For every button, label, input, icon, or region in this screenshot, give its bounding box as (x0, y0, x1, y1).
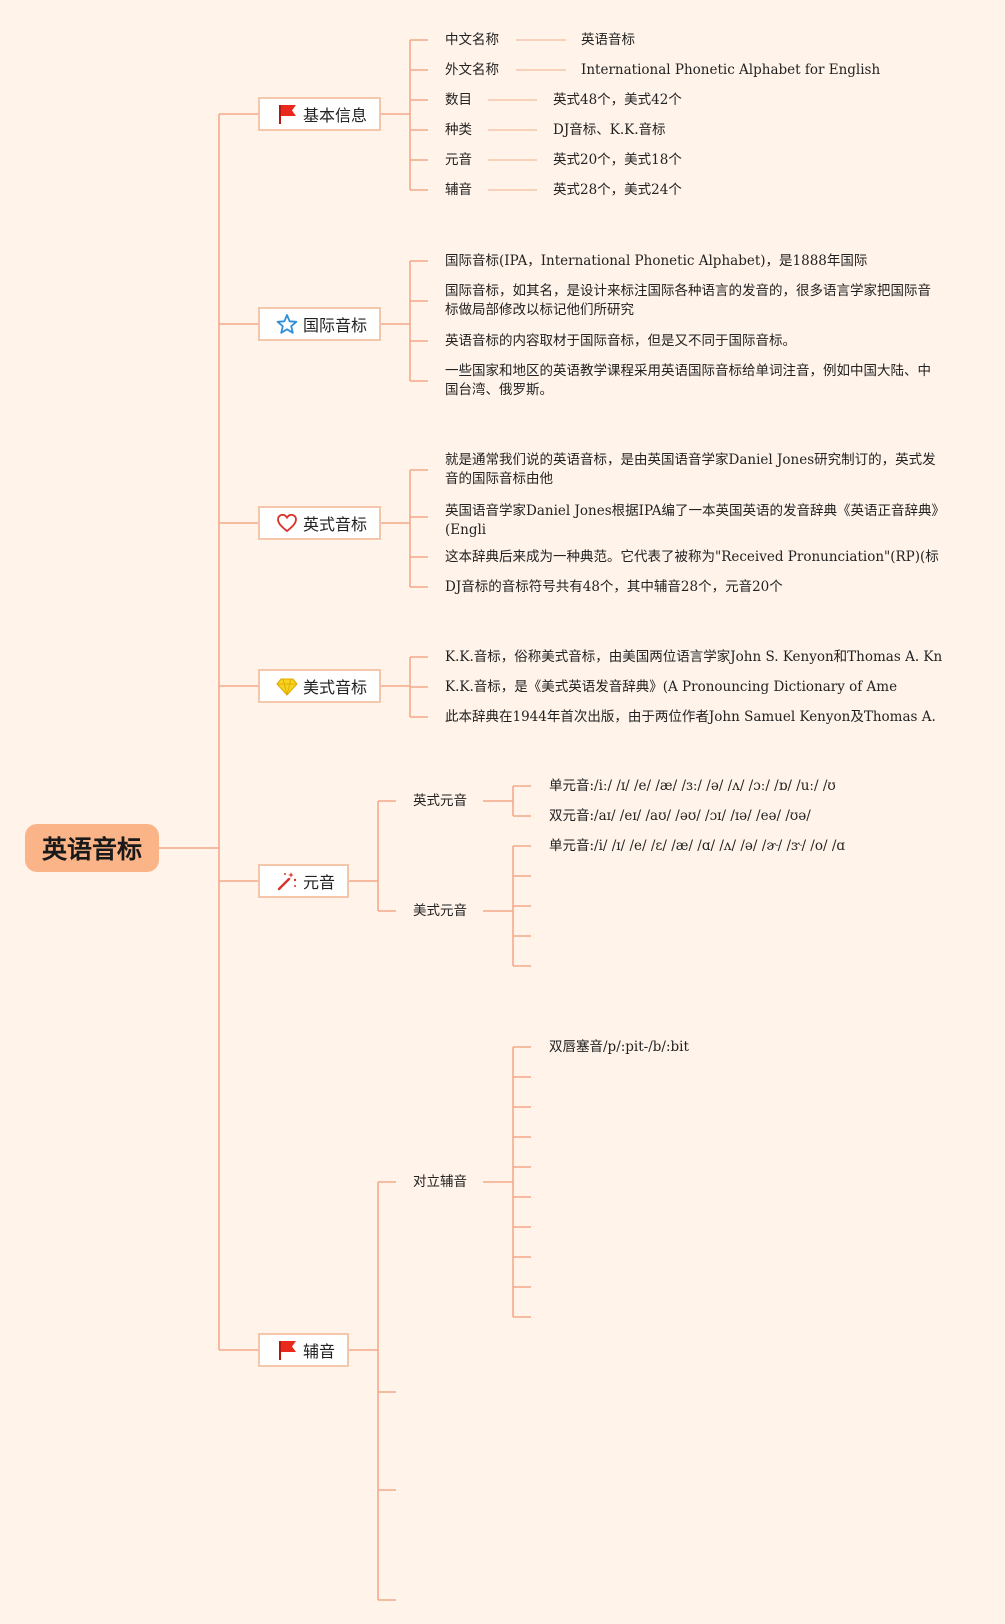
ipa-note[interactable]: 国际音标，如其名，是设计来标注国际各种语言的发音的，很多语言学家把国际音标做局部… (445, 283, 931, 318)
basic-info-key[interactable]: 中文名称 (445, 32, 499, 48)
american-note[interactable]: 此本辞典在1944年首次出版，由于两位作者John Samuel Kenyon及… (445, 709, 936, 725)
branch-vowels[interactable]: 元音 (258, 864, 349, 898)
vowel-group-british[interactable]: 英式元音 (413, 793, 467, 809)
basic-info-key[interactable]: 外文名称 (445, 62, 499, 78)
british-note[interactable]: 就是通常我们说的英语音标，是由英国语音学家Daniel Jones研究制订的，英… (445, 452, 936, 487)
basic-info-value[interactable]: 英式28个，美式24个 (553, 182, 682, 198)
basic-info-value[interactable]: International Phonetic Alphabet for Engl… (581, 62, 881, 78)
blue-star-icon (276, 313, 298, 335)
basic-info-value[interactable]: 英语音标 (581, 32, 635, 48)
branch-label: 英式音标 (303, 515, 368, 534)
magic-wand-icon (276, 870, 298, 892)
branch-british[interactable]: 英式音标 (258, 506, 381, 540)
ipa-note[interactable]: 英语音标的内容取材于国际音标，但是又不同于国际音标。 (445, 333, 796, 349)
vowel-item[interactable]: 单元音:/iː/ /ɪ/ /e/ /æ/ /ɜː/ /ə/ /ʌ/ /ɔː/ /… (549, 778, 836, 794)
basic-info-value[interactable]: 英式48个，美式42个 (553, 92, 682, 108)
basic-info-value[interactable]: 英式20个，美式18个 (553, 152, 682, 168)
red-flag-icon (276, 103, 298, 125)
branch-basic-info[interactable]: 基本信息 (258, 97, 381, 131)
vowel-item[interactable]: 双元音:/aɪ/ /eɪ/ /aʊ/ /əʊ/ /ɔɪ/ /ɪə/ /eə/ /… (549, 808, 811, 824)
ipa-note[interactable]: 一些国家和地区的英语教学课程采用英语国际音标给单词注音，例如中国大陆、中国台湾、… (445, 363, 931, 398)
branch-american[interactable]: 美式音标 (258, 669, 381, 703)
ipa-note[interactable]: 国际音标(IPA，International Phonetic Alphabet… (445, 253, 868, 269)
basic-info-key[interactable]: 种类 (445, 122, 472, 138)
vowel-item[interactable]: 单元音:/i/ /ɪ/ /e/ /ɛ/ /æ/ /ɑ/ /ʌ/ /ə/ /ɚ/ … (549, 838, 846, 854)
branch-label: 基本信息 (303, 106, 368, 125)
basic-info-key[interactable]: 辅音 (445, 182, 472, 198)
yellow-diamond-icon (276, 675, 298, 697)
branch-consonants[interactable]: 辅音 (258, 1333, 349, 1367)
vowel-group-american[interactable]: 美式元音 (413, 903, 467, 919)
american-note[interactable]: K.K.音标，是《美式英语发音辞典》(A Pronouncing Diction… (445, 679, 898, 695)
consonant-item[interactable]: 双唇塞音/p/:pit-/b/:bit (549, 1039, 689, 1055)
branch-label: 元音 (303, 873, 336, 892)
red-flag-icon (276, 1339, 298, 1361)
basic-info-key[interactable]: 元音 (445, 152, 472, 168)
branch-label: 国际音标 (303, 316, 368, 335)
branch-ipa[interactable]: 国际音标 (258, 307, 381, 341)
british-note[interactable]: 英国语音学家Daniel Jones根据IPA编了一本英国英语的发音辞典《英语正… (445, 503, 939, 538)
root-node[interactable]: 英语音标 (25, 824, 159, 872)
basic-info-key[interactable]: 数目 (445, 92, 472, 108)
branch-label: 辅音 (303, 1342, 336, 1361)
branch-label: 美式音标 (303, 678, 368, 697)
basic-info-value[interactable]: DJ音标、K.K.音标 (553, 122, 666, 138)
british-note[interactable]: DJ音标的音标符号共有48个，其中辅音28个，元音20个 (445, 579, 783, 595)
american-note[interactable]: K.K.音标，俗称美式音标，由美国两位语言学家John S. Kenyon和Th… (445, 649, 943, 665)
consonant-group-opposing[interactable]: 对立辅音 (413, 1174, 467, 1190)
red-heart-icon (276, 512, 298, 534)
british-note[interactable]: 这本辞典后来成为一种典范。它代表了被称为"Received Pronunciat… (445, 549, 939, 565)
